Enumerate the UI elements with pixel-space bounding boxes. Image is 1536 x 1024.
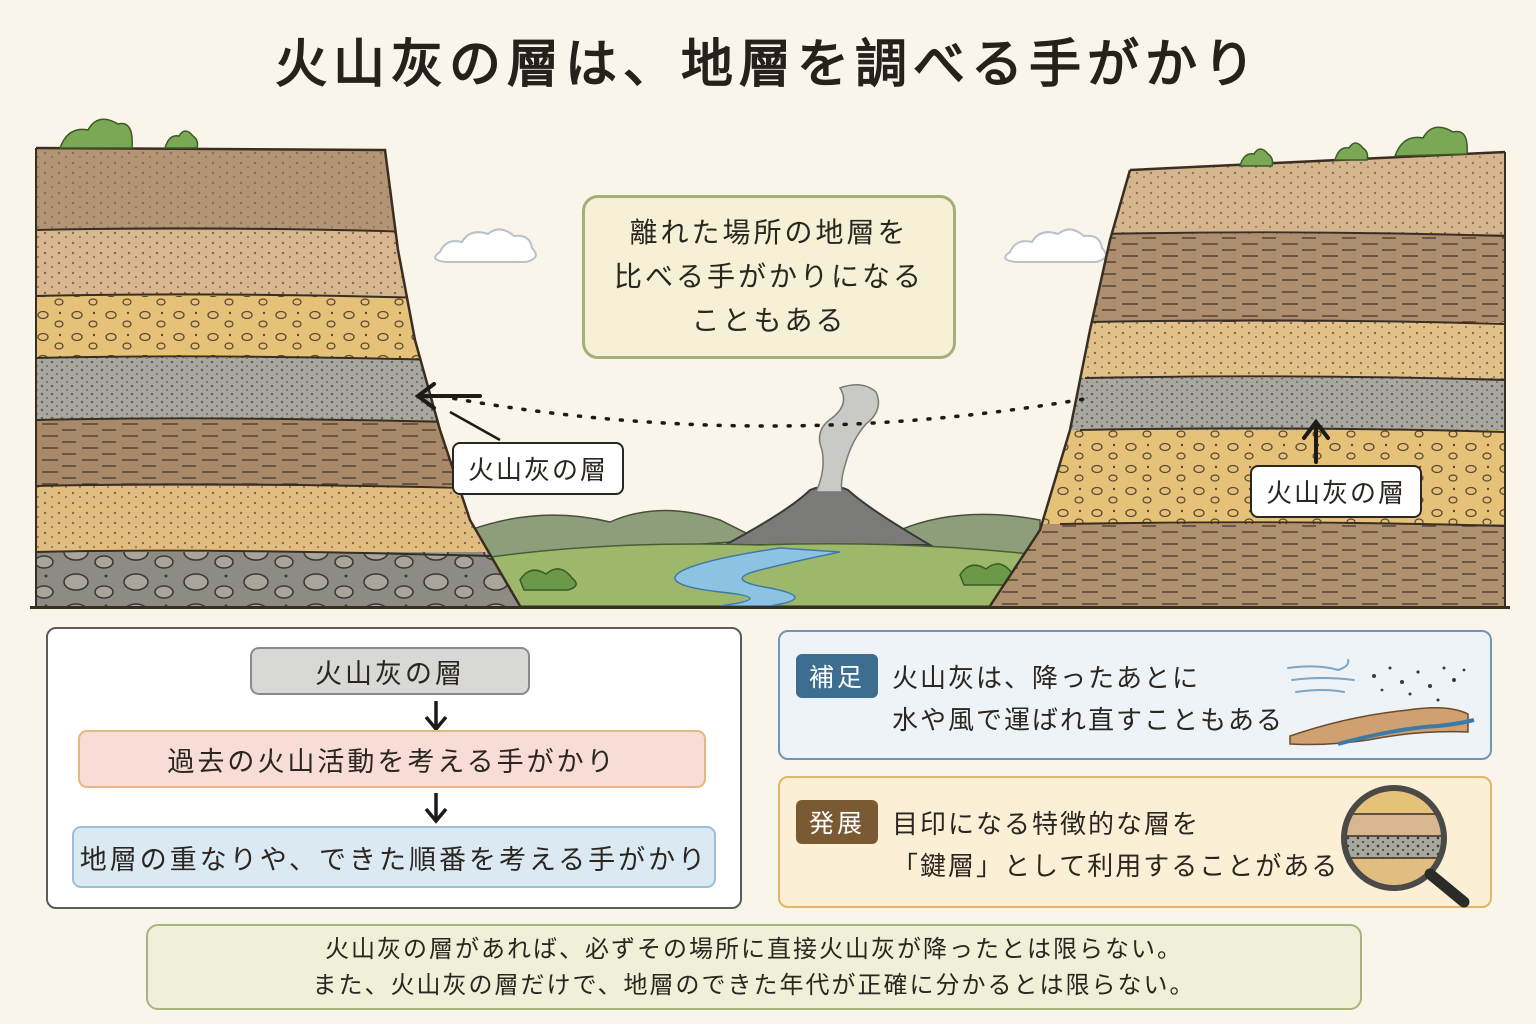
flow-step-ash: 火山灰の層 — [250, 647, 530, 695]
caution-panel: 火山灰の層があれば、必ずその場所に直接火山灰が降ったとは限らない。 また、火山灰… — [146, 924, 1362, 1010]
comparison-callout: 離れた場所の地層を 比べる手がかりになる こともある — [582, 195, 956, 359]
callout-line: 比べる手がかりになる — [613, 260, 924, 293]
cloud-icon — [434, 228, 1107, 263]
supplement-badge: 補足 — [796, 654, 878, 698]
page-title: 火山灰の層は、地層を調べる手がかり — [274, 35, 1261, 95]
development-line: 「鍵層」として利用することがある — [892, 852, 1340, 882]
left-ash-label: 火山灰の層 — [452, 442, 625, 495]
callout-line: 離れた場所の地層を — [629, 216, 909, 249]
right-ash-label: 火山灰の層 — [1250, 465, 1423, 518]
supplement-line: 火山灰は、降ったあとに — [892, 664, 1201, 694]
development-panel: 発展 目印になる特徴的な層を 「鍵層」として利用することがある — [778, 776, 1492, 908]
flow-step-strata-order: 地層の重なりや、できた順番を考える手がかり — [72, 826, 716, 888]
caution-line: また、火山灰の層だけで、地層のできた年代が正確に分かるとは限らない。 — [312, 971, 1196, 999]
arrow-up-icon — [1302, 418, 1330, 464]
magnifying-glass-icon — [1341, 785, 1470, 908]
ash-correlation-line — [438, 394, 1092, 428]
callout-line: こともある — [691, 304, 847, 337]
arrow-left-icon — [414, 382, 482, 410]
wind-icon — [1287, 659, 1475, 746]
stratum-illustration — [30, 118, 1510, 609]
development-badge: 発展 — [796, 800, 878, 844]
volcano-icon — [724, 384, 934, 546]
flow-panel: 火山灰の層 過去の火山活動を考える手がかり 地層の重なりや、できた順番を考える手… — [46, 627, 742, 909]
caution-line: 火山灰の層があれば、必ずその場所に直接火山灰が降ったとは限らない。 — [325, 935, 1183, 963]
flow-step-volcanic-activity: 過去の火山活動を考える手がかり — [78, 730, 706, 788]
arrow-down-icon — [424, 701, 448, 732]
arrow-down-icon — [424, 793, 448, 824]
supplement-line: 水や風で運ばれ直すこともある — [892, 706, 1285, 736]
supplement-panel: 補足 火山灰は、降ったあとに 水や風で運ばれ直すこともある — [778, 630, 1492, 760]
development-line: 目印になる特徴的な層を — [892, 810, 1201, 840]
